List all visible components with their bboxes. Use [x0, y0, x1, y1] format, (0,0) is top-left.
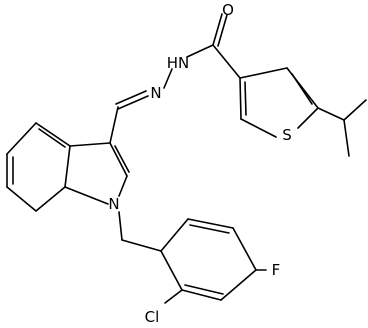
atom-fluorine: F — [272, 261, 281, 279]
atom-hydrazone-n: N — [150, 84, 161, 102]
atom-labels: O HN N N S Cl F — [108, 1, 291, 326]
atom-chlorine: Cl — [145, 308, 160, 326]
atom-indole-n: N — [108, 195, 119, 213]
atom-thiophene-s: S — [282, 126, 292, 144]
atom-oxygen: O — [222, 1, 234, 19]
bonds — [6, 13, 367, 304]
atom-amide-nh: HN — [167, 54, 190, 72]
